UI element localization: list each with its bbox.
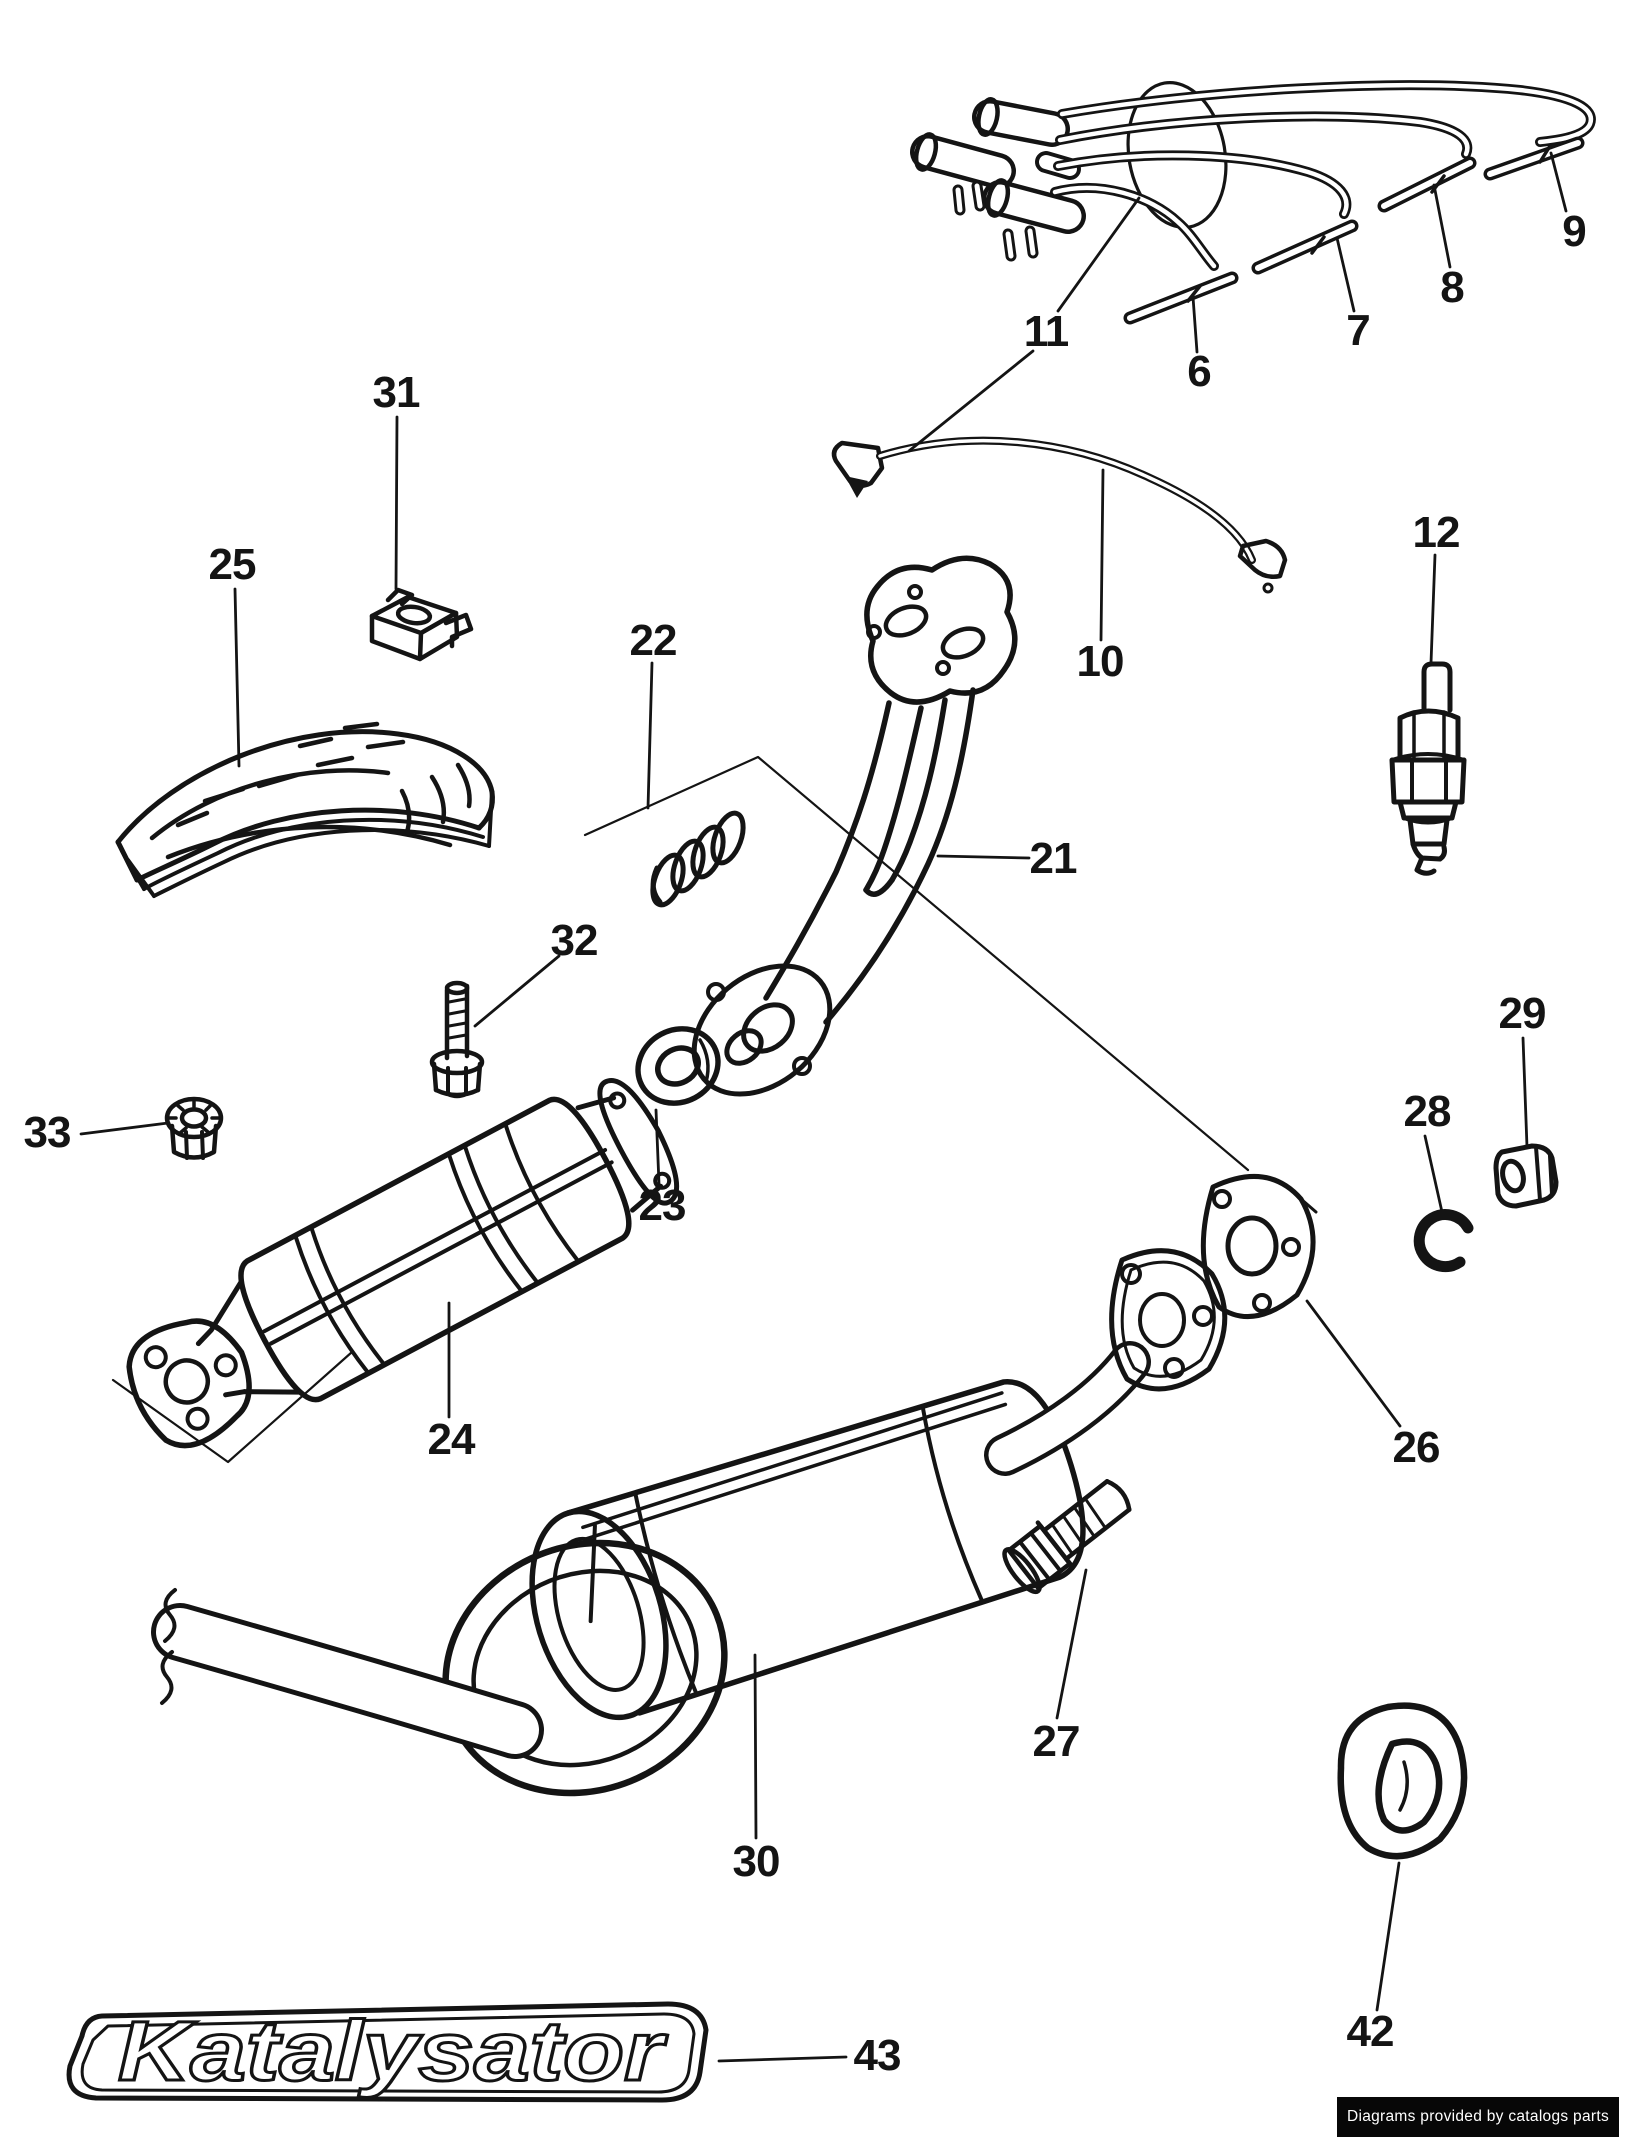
badge-text: Katalysator [118,2004,668,2098]
part-callout-42[interactable]: 42 [1346,2007,1395,2056]
snap-ring-drawing [1413,1209,1474,1273]
retainer-clip-drawing [369,587,474,662]
part-callout-23[interactable]: 23 [638,1181,687,1230]
muffler-drawing [151,1248,1228,1797]
assembly-pointer-lines [111,755,1250,1464]
hanger-ring-drawing [1337,1702,1468,1860]
watermark: Diagrams provided by catalogs parts [1337,2097,1619,2137]
katalysator-badge-drawing: Katalysator [66,2001,709,2103]
front-exhaust-pipe-drawing [691,555,1018,1097]
part-callout-33[interactable]: 33 [23,1108,72,1157]
part-callout-12[interactable]: 12 [1412,508,1461,557]
nut-drawing [1493,1143,1559,1209]
part-callout-29[interactable]: 29 [1498,989,1547,1038]
gasket-plate-drawing [1200,1174,1318,1320]
part-callout-25[interactable]: 25 [208,540,257,589]
part-callout-11[interactable]: 11 [1023,307,1070,356]
spark-plug-drawing [1389,661,1467,876]
part-callout-9[interactable]: 9 [1562,207,1587,256]
watermark-text: Diagrams provided by catalogs parts [1346,2108,1610,2125]
part-callout-24[interactable]: 24 [427,1415,476,1464]
ground-strap-drawing [831,436,1288,594]
part-callout-27[interactable]: 27 [1032,1717,1081,1766]
part-callout-32[interactable]: 32 [550,916,599,965]
part-callout-26[interactable]: 26 [1392,1423,1441,1472]
flange-nut-drawing [164,1096,224,1160]
part-callout-8[interactable]: 8 [1440,263,1465,312]
part-callout-6[interactable]: 6 [1187,347,1212,396]
heat-shield-drawing [115,721,495,898]
part-callout-43[interactable]: 43 [853,2031,902,2080]
leader-lines [79,151,1568,2063]
part-callout-28[interactable]: 28 [1403,1087,1452,1136]
part-callout-7[interactable]: 7 [1346,306,1371,355]
part-callout-30[interactable]: 30 [732,1837,781,1886]
bolt-drawing-27 [1002,1479,1132,1595]
part-callout-22[interactable]: 22 [629,616,678,665]
part-callout-31[interactable]: 31 [372,368,421,417]
part-callout-10[interactable]: 10 [1076,637,1125,686]
bolt-drawing-32 [429,980,485,1099]
spring-drawing [650,810,746,908]
ignition-wire-set-drawing [910,80,1596,325]
part-callout-21[interactable]: 21 [1029,834,1078,883]
catalytic-converter-drawing [126,1078,680,1449]
seal-ring-drawing [635,1026,721,1106]
